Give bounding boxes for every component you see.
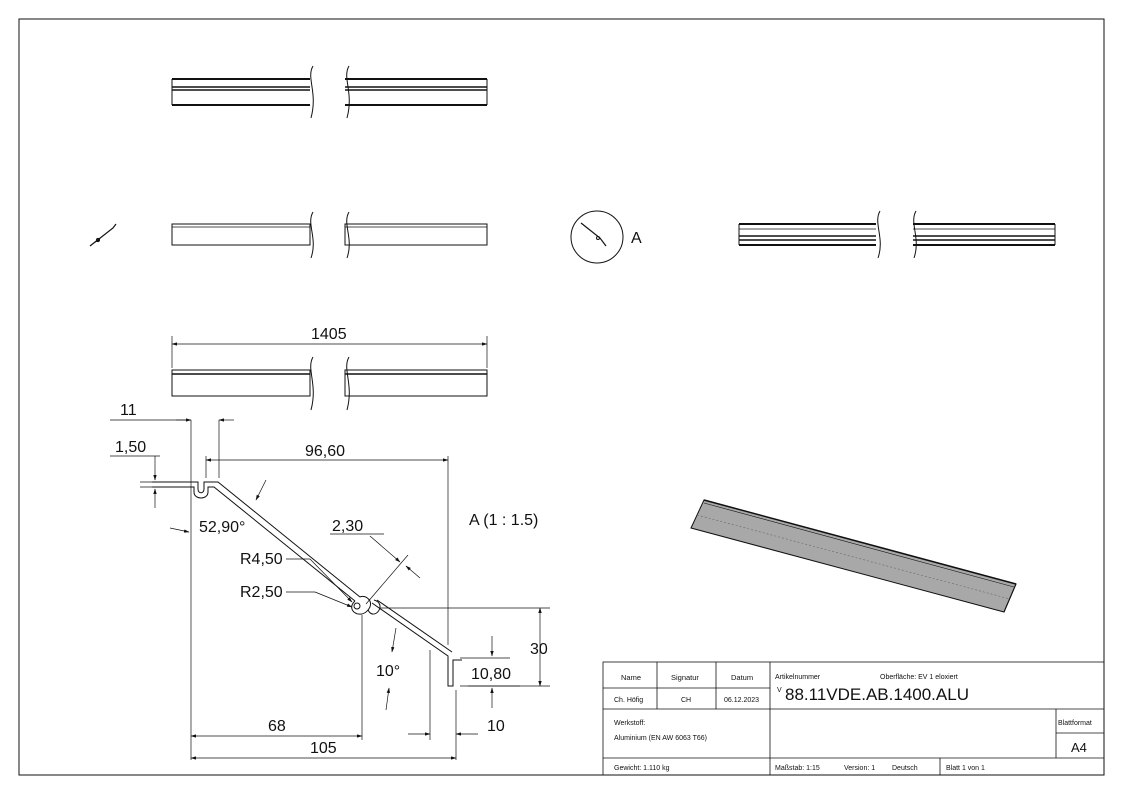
title-block bbox=[602, 661, 1105, 776]
right-view bbox=[738, 210, 1056, 259]
tb-weight: Gewicht: 1.110 kg bbox=[614, 765, 670, 772]
tb-signature-header: Signatur bbox=[671, 673, 699, 682]
dim-thickness-230: 2,30 bbox=[332, 518, 363, 535]
dim-angle-10: 10° bbox=[376, 663, 400, 680]
tb-material-label: Werkstoff: bbox=[614, 720, 645, 727]
bottom-view bbox=[171, 336, 488, 411]
dim-width-11: 11 bbox=[120, 402, 137, 419]
detail-marker-a: A bbox=[570, 210, 642, 264]
dim-height-30: 30 bbox=[530, 641, 548, 658]
front-view bbox=[171, 211, 488, 259]
tb-article-label: Artikelnummer bbox=[775, 674, 821, 681]
dim-width-9660: 96,60 bbox=[305, 443, 345, 460]
dim-radius-250: R2,50 bbox=[240, 584, 283, 601]
dim-width-105: 105 bbox=[310, 740, 337, 757]
detail-scale-label: A (1 : 1.5) bbox=[469, 512, 538, 529]
tb-sheet-format-value: A4 bbox=[1071, 740, 1087, 755]
dim-thickness-150: 1,50 bbox=[115, 439, 146, 456]
tb-sheet-format-label: Blattformat bbox=[1058, 720, 1092, 727]
sheet-border bbox=[18, 18, 1105, 776]
tb-name-header: Name bbox=[621, 673, 641, 682]
tb-version: Version: 1 bbox=[844, 765, 875, 772]
dim-length: 1405 bbox=[311, 326, 347, 343]
tb-language: Deutsch bbox=[892, 765, 918, 772]
tb-surface-label: Oberfläche: EV 1 eloxiert bbox=[880, 674, 958, 681]
tb-date-header: Datum bbox=[731, 673, 753, 682]
dim-height-1080: 10,80 bbox=[471, 666, 511, 683]
tb-signature-value: CH bbox=[681, 697, 691, 704]
tb-material-value: Aluminium (EN AW 6063 T66) bbox=[614, 735, 707, 742]
tb-article-number: 88.11VDE.AB.1400.ALU bbox=[785, 685, 969, 704]
dim-width-68: 68 bbox=[268, 718, 286, 735]
top-view bbox=[171, 65, 488, 119]
tb-sheet: Blatt 1 von 1 bbox=[946, 765, 985, 772]
isometric-view bbox=[690, 499, 1017, 613]
tb-date-value: 06.12.2023 bbox=[724, 697, 759, 704]
tb-article-prefix: V bbox=[777, 687, 782, 694]
detail-marker-label: A bbox=[631, 230, 642, 247]
dim-width-10: 10 bbox=[487, 718, 505, 735]
side-profile-small bbox=[89, 223, 117, 247]
tb-name-value: Ch. Höfig bbox=[614, 697, 643, 704]
dim-radius-450: R4,50 bbox=[240, 551, 283, 568]
tb-scale: Maßstab: 1:15 bbox=[775, 765, 820, 772]
cross-section bbox=[110, 418, 550, 760]
dim-angle-5290: 52,90° bbox=[199, 519, 245, 536]
